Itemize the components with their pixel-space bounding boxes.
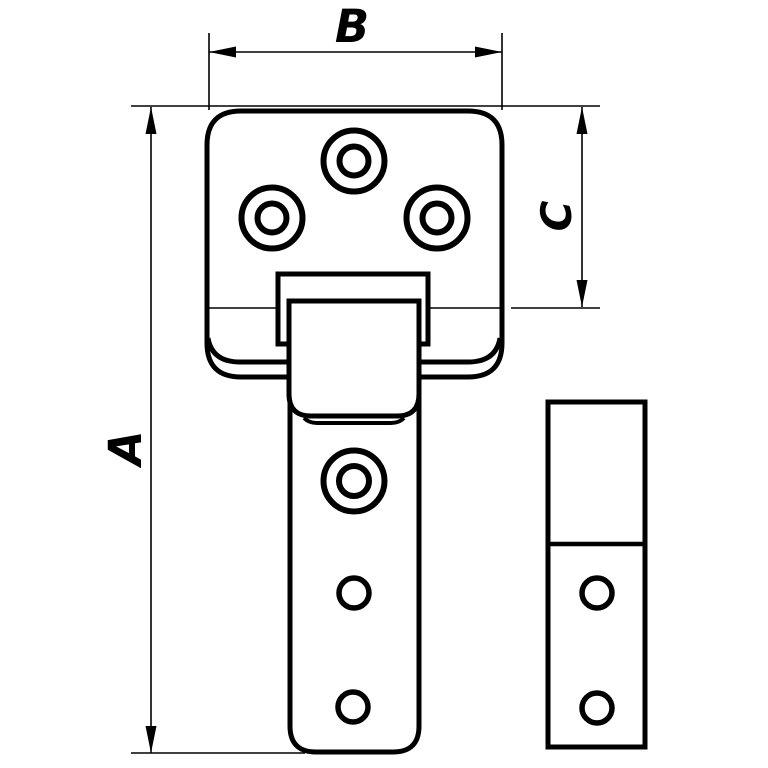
plate-eyelet-right	[403, 184, 471, 252]
strap-hole-upper	[336, 575, 372, 611]
eyelet-inner-ring	[254, 200, 290, 236]
side-view	[545, 399, 648, 750]
dimension-b: B	[208, 0, 503, 110]
front-view	[204, 108, 505, 755]
dimension-c: C	[511, 107, 600, 309]
strap-wrap	[286, 298, 422, 419]
strap-wrap-seam	[302, 416, 406, 425]
arrow-left-icon	[209, 46, 236, 58]
dimension-b-label: B	[335, 0, 369, 53]
eyelet-inner-ring	[336, 143, 372, 179]
strap-eyelet	[320, 447, 388, 515]
strap-hole-lower	[335, 689, 371, 725]
plate-eyelet-left	[238, 184, 306, 252]
side-view-hole-lower	[579, 690, 615, 726]
side-view-hole-upper	[579, 575, 615, 611]
eyelet-inner-ring	[419, 200, 455, 236]
dimension-a: A	[99, 107, 305, 754]
eyelet-inner-ring	[336, 463, 372, 499]
arrow-down-icon	[145, 726, 157, 753]
side-view-outline	[545, 399, 648, 750]
arrow-right-icon	[475, 46, 502, 58]
dimension-a-label: A	[99, 431, 152, 469]
plate-eyelet-top	[320, 127, 388, 195]
dimension-c-label: C	[532, 200, 581, 231]
arrow-up-icon	[145, 107, 157, 134]
arrow-down-icon	[576, 280, 588, 307]
arrow-up-icon	[576, 107, 588, 134]
